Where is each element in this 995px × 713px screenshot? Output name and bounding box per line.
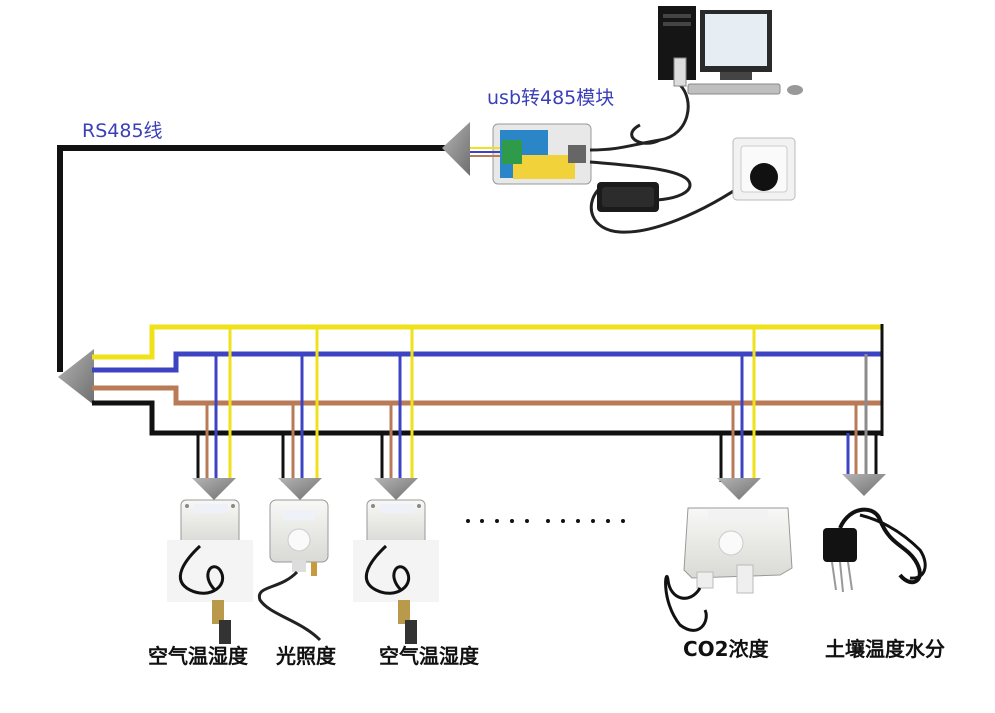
bus-lines: [92, 324, 884, 436]
sensor-arrows: [192, 474, 886, 500]
sensor-light: [257, 499, 329, 642]
sensor-soil: [823, 507, 927, 593]
more-sensors-ellipsis: [466, 519, 625, 523]
sensor-label-3: 空气温湿度: [379, 644, 480, 668]
sensor-label-1: 空气温湿度: [148, 644, 249, 668]
drop-wires: [196, 327, 878, 482]
sensor-air-th-1: [167, 499, 253, 644]
rs485-label: RS485线: [82, 120, 163, 142]
sensor-label-2: 光照度: [275, 644, 337, 668]
usb-module-label: usb转485模块: [487, 87, 614, 109]
sensor-label-4: CO2浓度: [683, 637, 770, 661]
computer: [658, 6, 803, 95]
usb-cables: [589, 83, 751, 234]
sensor-label-5: 土壤温度水分: [825, 637, 945, 661]
rs485-cable: [57, 145, 445, 372]
usb-485-module: [470, 123, 592, 185]
sensor-air-th-2: [353, 499, 439, 644]
arrow-to-module: [442, 122, 470, 176]
power-adapter: [597, 182, 659, 212]
sensor-co2: [664, 507, 793, 632]
arrow-bus-junction: [58, 349, 94, 405]
wall-socket: [732, 137, 796, 201]
